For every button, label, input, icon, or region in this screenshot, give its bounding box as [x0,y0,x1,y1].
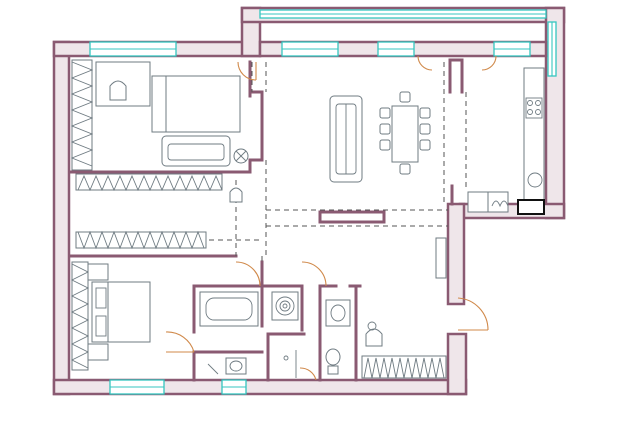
room-kitchen [467,67,545,215]
dashed-lines [200,62,467,262]
interior-walls [68,58,464,382]
room-wc [283,299,351,378]
room-living-dining [329,91,431,183]
room-bathroom [199,291,259,375]
doors [165,55,497,381]
room-walk-in-closet [75,173,243,250]
windows [89,9,557,395]
room-hall [361,237,447,379]
room-bedroom-study [70,59,249,171]
room-laundry [271,291,299,321]
room-master-bedroom [70,261,151,371]
